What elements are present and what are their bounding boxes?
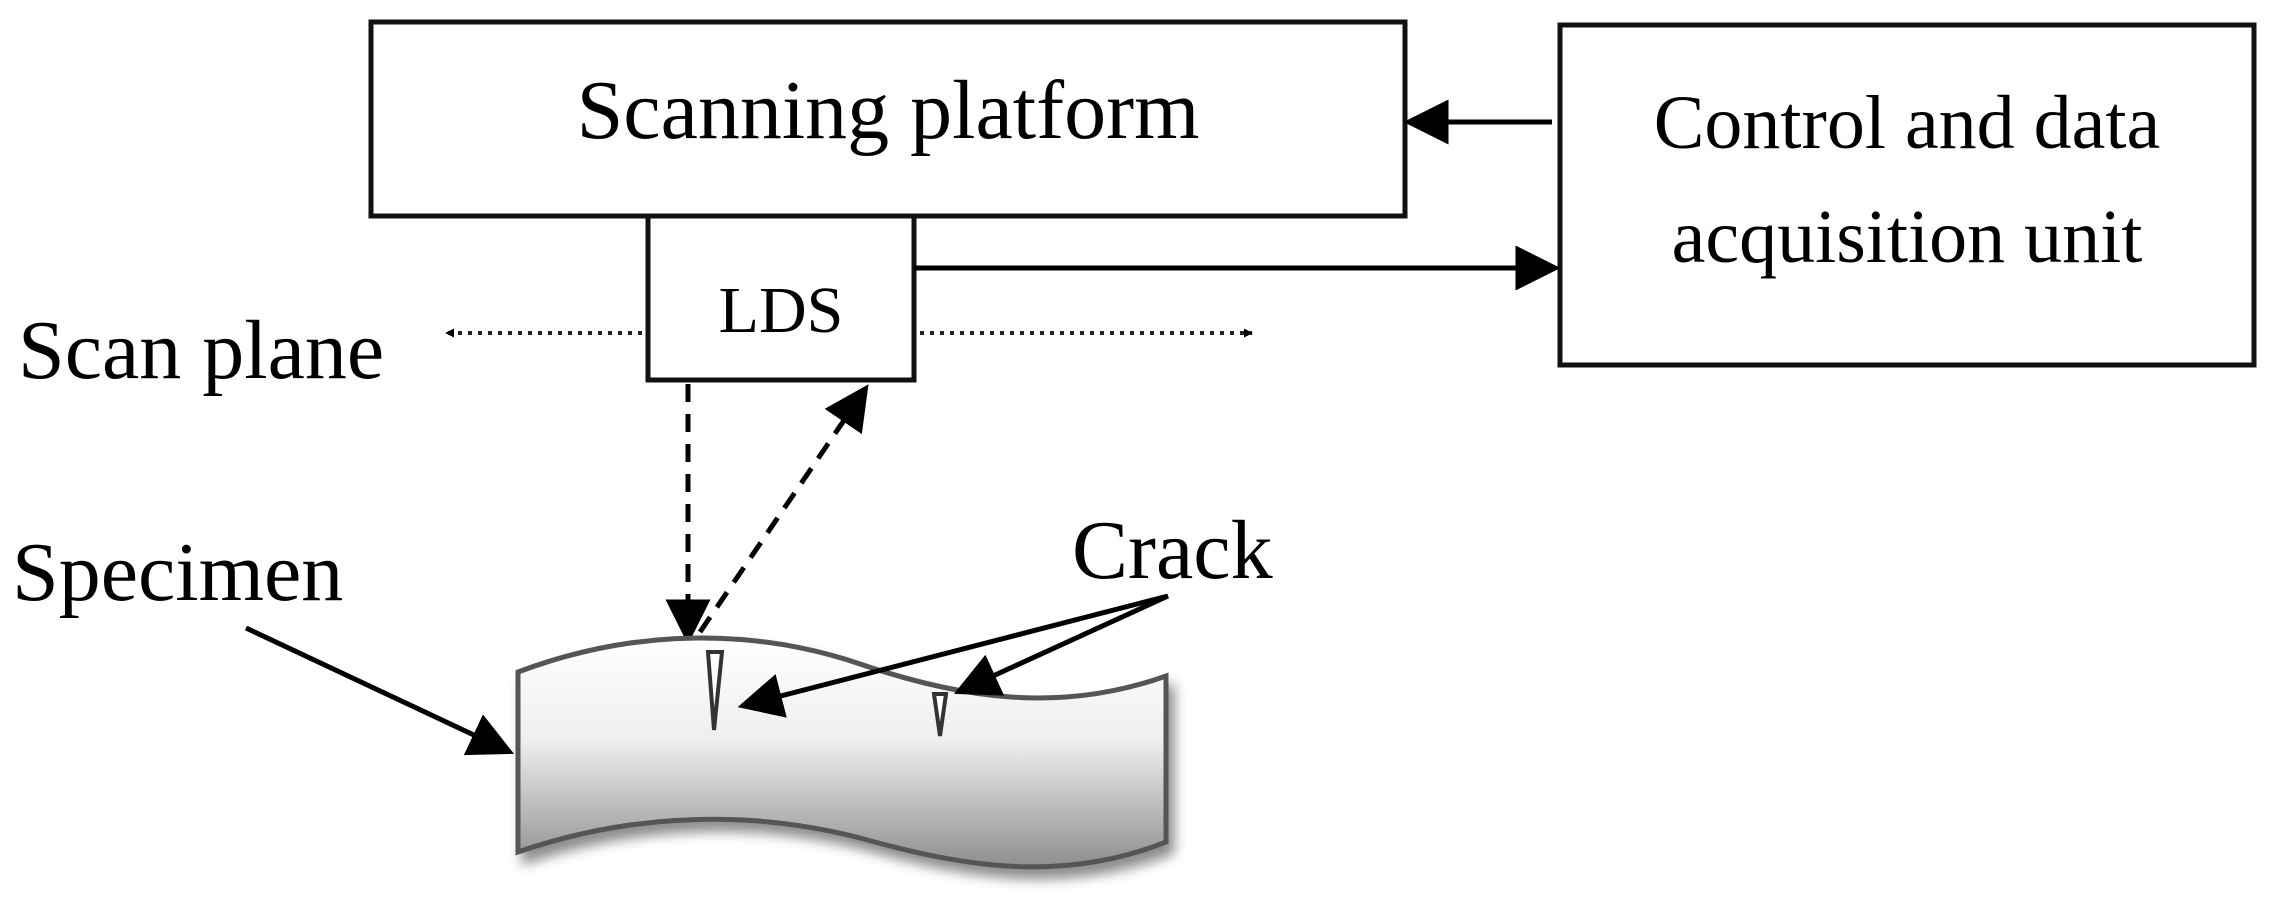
- control-unit-label-line1: Control and data: [1654, 81, 2161, 165]
- specimen-label: Specimen: [12, 526, 343, 619]
- crack-pointer-arrow-1: [737, 593, 1169, 718]
- control-unit-label-line2: acquisition unit: [1672, 195, 2143, 279]
- crack-label: Crack: [1072, 504, 1273, 597]
- scan-plane-label: Scan plane: [18, 304, 384, 397]
- crack-pointer-arrow-2: [953, 593, 1170, 696]
- scanning-platform-box: Scanning platform: [368, 19, 1408, 219]
- crack-1: [705, 650, 725, 731]
- laser-reflected-beam: [697, 384, 869, 634]
- scanning-platform-label: Scanning platform: [577, 64, 1200, 157]
- specimen-shape: [515, 635, 1169, 870]
- lds-box: LDS: [645, 213, 917, 383]
- control-unit-box: Control and data acquisition unit: [1557, 22, 2257, 368]
- lds-label: LDS: [719, 274, 844, 347]
- specimen-pointer-arrow: [244, 625, 515, 756]
- crack-2: [931, 692, 949, 737]
